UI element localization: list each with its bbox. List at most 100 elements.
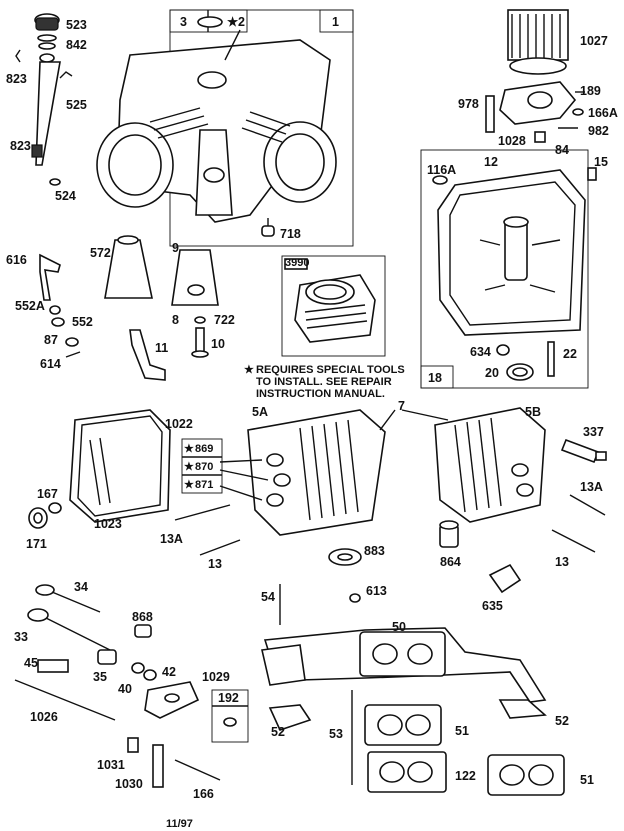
crankcase-cover-assembly xyxy=(420,149,597,389)
label-171: 171 xyxy=(26,537,47,551)
label-51a: 51 xyxy=(455,724,469,738)
intake-manifold xyxy=(211,584,565,796)
label-1026: 1026 xyxy=(30,710,58,724)
label-613: 613 xyxy=(366,584,387,598)
label-7: 7 xyxy=(398,399,405,413)
label-54: 54 xyxy=(261,590,275,604)
part-labels: 523 842 823 525 823 524 3 ★ 2 1 718 1027… xyxy=(6,15,618,830)
label-13-right: 13 xyxy=(555,555,569,569)
label-11: 11 xyxy=(155,341,168,355)
label-15: 15 xyxy=(594,155,608,169)
label-523: 523 xyxy=(66,18,87,32)
star-icon: ★ xyxy=(244,364,254,376)
valve-parts xyxy=(14,584,221,788)
label-189: 189 xyxy=(580,84,601,98)
label-166: 166 xyxy=(193,787,214,801)
label-20: 20 xyxy=(485,366,499,380)
label-1027: 1027 xyxy=(580,34,608,48)
label-1030: 1030 xyxy=(115,777,143,791)
label-870: 870 xyxy=(195,461,213,473)
short-block-inset xyxy=(281,255,386,357)
oil-filter-assembly xyxy=(485,9,585,143)
label-1023: 1023 xyxy=(94,517,122,531)
label-864: 864 xyxy=(440,555,461,569)
star-icon: ★ xyxy=(227,15,239,29)
footer-date: 11/97 xyxy=(166,818,193,830)
label-823b: 823 xyxy=(10,139,31,153)
label-337: 337 xyxy=(583,425,604,439)
spark-plug-and-bolts xyxy=(174,438,607,594)
label-167: 167 xyxy=(37,487,58,501)
label-40: 40 xyxy=(118,682,132,696)
governor-parts xyxy=(39,235,219,381)
label-1029: 1029 xyxy=(202,670,230,684)
label-2: 2 xyxy=(238,15,245,29)
label-10: 10 xyxy=(211,337,225,351)
label-524: 524 xyxy=(55,189,76,203)
label-51b: 51 xyxy=(580,773,594,787)
label-1: 1 xyxy=(332,15,339,29)
label-634: 634 xyxy=(470,345,491,359)
label-166a: 166A xyxy=(588,106,618,120)
label-52b: 52 xyxy=(555,714,569,728)
label-13a-right: 13A xyxy=(580,480,603,494)
star-icon: ★ xyxy=(184,443,194,455)
label-871: 871 xyxy=(195,479,213,491)
label-616: 616 xyxy=(6,253,27,267)
label-635: 635 xyxy=(482,599,503,613)
cylinder-head-5b xyxy=(379,407,546,523)
label-13a-left: 13A xyxy=(160,532,183,546)
label-869: 869 xyxy=(195,443,213,455)
label-192: 192 xyxy=(218,691,239,705)
label-116a: 116A xyxy=(427,163,456,177)
label-525: 525 xyxy=(66,98,87,112)
label-722: 722 xyxy=(214,313,235,327)
label-614: 614 xyxy=(40,357,61,371)
star-icon: ★ xyxy=(184,479,194,491)
note-line1: REQUIRES SPECIAL TOOLS xyxy=(256,364,405,376)
label-45: 45 xyxy=(24,656,38,670)
label-1031: 1031 xyxy=(97,758,125,772)
label-8: 8 xyxy=(172,313,179,327)
label-12: 12 xyxy=(484,155,498,169)
label-3990: 3990 xyxy=(285,257,309,269)
label-718: 718 xyxy=(280,227,301,241)
label-42: 42 xyxy=(162,665,176,679)
cylinder-block xyxy=(96,9,354,247)
label-1028: 1028 xyxy=(498,134,526,148)
dipstick-assembly xyxy=(15,13,73,186)
label-33: 33 xyxy=(14,630,28,644)
note-line2: TO INSTALL. SEE REPAIR xyxy=(256,376,392,388)
label-883: 883 xyxy=(364,544,385,558)
label-35: 35 xyxy=(93,670,107,684)
rocker-cover xyxy=(28,409,171,529)
starred-callouts: ★ 869 ★ 870 ★ 871 xyxy=(181,438,223,494)
label-552a: 552A xyxy=(15,299,45,313)
label-84: 84 xyxy=(555,143,569,157)
label-842: 842 xyxy=(66,38,87,52)
label-5a: 5A xyxy=(252,405,268,419)
label-22: 22 xyxy=(563,347,577,361)
label-122: 122 xyxy=(455,769,476,783)
label-1022: 1022 xyxy=(165,417,193,431)
label-572: 572 xyxy=(90,246,111,260)
label-34: 34 xyxy=(74,580,88,594)
label-5b: 5B xyxy=(525,405,541,419)
star-icon: ★ xyxy=(184,461,194,473)
label-87: 87 xyxy=(44,333,58,347)
note-line3: INSTRUCTION MANUAL. xyxy=(256,388,385,400)
label-53: 53 xyxy=(329,727,343,741)
label-3: 3 xyxy=(180,15,187,29)
label-823a: 823 xyxy=(6,72,27,86)
label-552: 552 xyxy=(72,315,93,329)
label-982: 982 xyxy=(588,124,609,138)
label-13-left: 13 xyxy=(208,557,222,571)
label-978: 978 xyxy=(458,97,479,111)
cylinder-head-5a xyxy=(219,409,386,536)
label-18: 18 xyxy=(428,371,442,385)
label-9: 9 xyxy=(172,241,179,255)
label-50: 50 xyxy=(392,620,406,634)
label-868: 868 xyxy=(132,610,153,624)
